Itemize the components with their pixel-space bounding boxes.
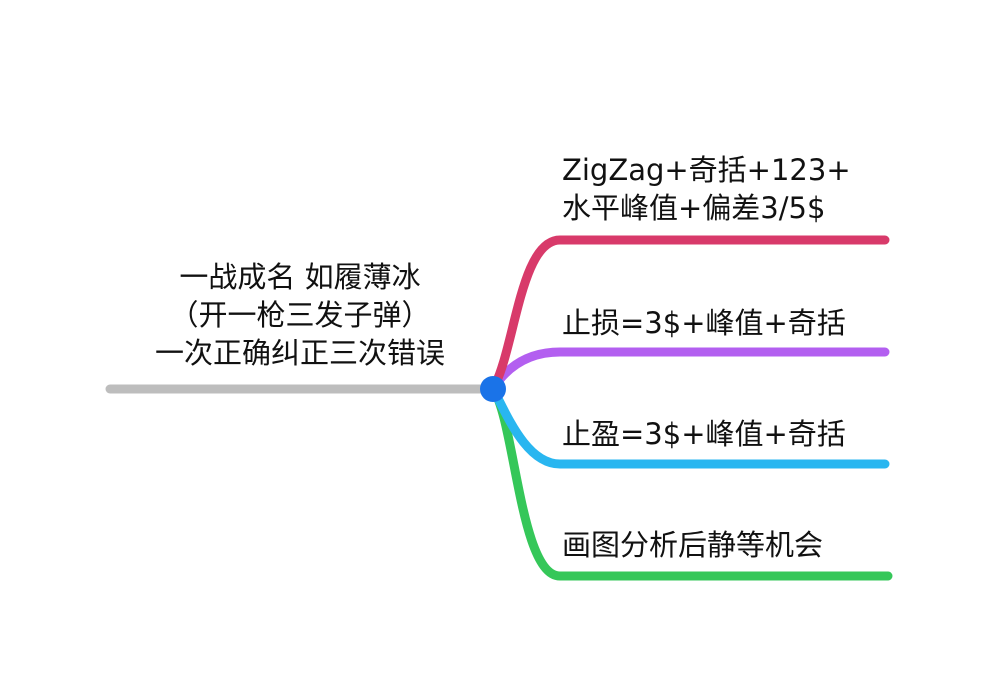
branch-connector-line	[488, 347, 890, 394]
branch-topic-wait[interactable]: 画图分析后静等机会	[562, 526, 823, 564]
branch-topic-take-profit[interactable]: 止盈=3$+峰值+奇括	[562, 415, 846, 453]
branch-topic-zigzag[interactable]: ZigZag+奇括+123+ 水平峰值+偏差3/5$	[562, 151, 851, 227]
branch-topic-line: 水平峰值+偏差3/5$	[562, 191, 826, 225]
branch-topic-line: ZigZag+奇括+123+	[562, 153, 851, 187]
root-topic-line: （开一枪三发子弹）	[169, 298, 431, 332]
center-node-dot	[480, 376, 506, 402]
root-topic-line: 一战成名 如履薄冰	[179, 260, 421, 294]
root-topic-line: 一次正确纠正三次错误	[154, 336, 445, 370]
branch-topic-line: 止盈=3$+峰值+奇括	[562, 417, 846, 451]
branch-connector-line	[488, 235, 890, 394]
branch-topic-line: 止损=3$+峰值+奇括	[562, 306, 846, 340]
root-topic-text[interactable]: 一战成名 如履薄冰 （开一枪三发子弹） 一次正确纠正三次错误	[120, 258, 480, 372]
branch-topic-stop-loss[interactable]: 止损=3$+峰值+奇括	[562, 304, 846, 342]
branch-topic-line: 画图分析后静等机会	[562, 528, 824, 562]
